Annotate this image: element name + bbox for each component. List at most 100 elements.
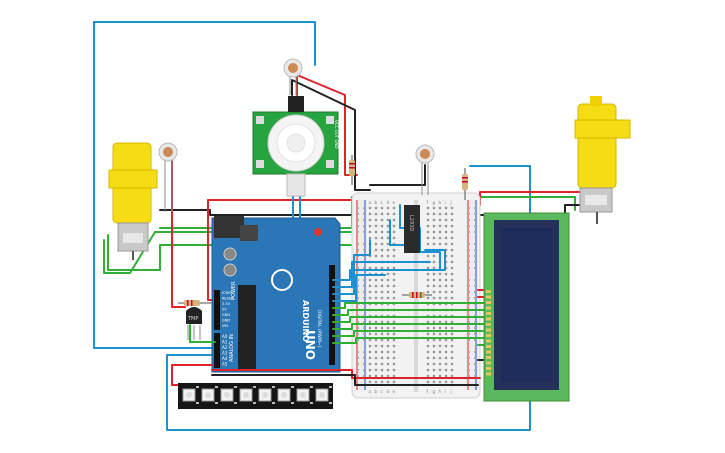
breadboard-hole[interactable] [444,236,448,240]
breadboard-hole[interactable] [374,338,378,342]
breadboard-hole[interactable] [432,224,436,228]
breadboard-hole[interactable] [392,332,396,336]
arduino-uno[interactable]: ARDUINO UNO POWER ANALOG IN DIGITAL (PWM… [211,216,341,373]
breadboard-hole[interactable] [432,230,436,234]
rail-hole[interactable] [357,369,359,371]
breadboard-hole[interactable] [386,206,390,210]
rail-hole[interactable] [357,267,359,269]
breadboard-hole[interactable] [374,218,378,222]
rail-hole[interactable] [474,369,476,371]
rail-hole[interactable] [474,333,476,335]
breadboard-hole[interactable] [450,356,454,360]
rail-hole[interactable] [357,333,359,335]
wire-black-bottom[interactable] [211,374,479,386]
rail-hole[interactable] [357,357,359,359]
breadboard-hole[interactable] [432,254,436,258]
rail-hole[interactable] [474,231,476,233]
breadboard-hole[interactable] [392,272,396,276]
breadboard-hole[interactable] [392,212,396,216]
breadboard-hole[interactable] [392,206,396,210]
resistor-temp[interactable] [178,300,212,306]
rail-hole[interactable] [468,333,470,335]
wire-red-neopixel[interactable] [171,364,213,386]
rail-hole[interactable] [363,267,365,269]
rail-hole[interactable] [474,213,476,215]
rail-hole[interactable] [357,327,359,329]
rail-hole[interactable] [363,243,365,245]
breadboard-hole[interactable] [392,236,396,240]
breadboard-hole[interactable] [374,206,378,210]
breadboard-hole[interactable] [374,332,378,336]
breadboard-hole[interactable] [432,338,436,342]
rail-hole[interactable] [468,261,470,263]
breadboard-hole[interactable] [386,344,390,348]
breadboard-hole[interactable] [432,236,436,240]
resistor-breadboard[interactable] [402,292,432,298]
rail-hole[interactable] [474,375,476,377]
rail-hole[interactable] [357,375,359,377]
wire-green-lcd-2[interactable] [332,309,496,316]
breadboard-hole[interactable] [426,368,430,372]
rail-hole[interactable] [357,363,359,365]
breadboard-hole[interactable] [380,338,384,342]
wire-blue-left-loop[interactable] [93,21,316,349]
breadboard-hole[interactable] [386,224,390,228]
breadboard-hole[interactable] [374,224,378,228]
rail-hole[interactable] [363,213,365,215]
breadboard-hole[interactable] [392,248,396,252]
breadboard-hole[interactable] [432,362,436,366]
rail-hole[interactable] [468,375,470,377]
breadboard-hole[interactable] [444,362,448,366]
wire-red-right[interactable] [469,191,581,206]
breadboard-hole[interactable] [438,212,442,216]
wire-green-lcd-4[interactable] [332,323,496,330]
breadboard-hole[interactable] [444,278,448,282]
rail-hole[interactable] [357,321,359,323]
breadboard-hole[interactable] [450,248,454,252]
resistor-pir[interactable] [349,155,355,185]
breadboard-hole[interactable] [392,290,396,294]
rail-hole[interactable] [357,351,359,353]
breadboard-hole[interactable] [386,242,390,246]
breadboard-hole[interactable] [392,380,396,384]
rail-hole[interactable] [363,231,365,233]
wire-green-lcd-6[interactable] [332,337,496,344]
breadboard-hole[interactable] [450,338,454,342]
lcd-pin[interactable] [486,290,491,293]
rail-hole[interactable] [474,207,476,209]
rail-hole[interactable] [474,291,476,293]
rail-hole[interactable] [468,357,470,359]
breadboard-hole[interactable] [386,320,390,324]
pir-sensor[interactable]: VCC OUT GND [252,96,339,197]
rail-hole[interactable] [363,351,365,353]
breadboard-hole[interactable] [368,362,372,366]
breadboard-hole[interactable] [432,242,436,246]
rail-hole[interactable] [363,225,365,227]
breadboard-hole[interactable] [438,344,442,348]
breadboard-hole[interactable] [374,374,378,378]
breadboard-hole[interactable] [374,296,378,300]
rail-hole[interactable] [474,261,476,263]
breadboard-hole[interactable] [432,260,436,264]
rail-hole[interactable] [468,249,470,251]
photoresistor-right[interactable] [415,144,435,195]
breadboard-hole[interactable] [450,368,454,372]
breadboard-hole[interactable] [392,266,396,270]
breadboard-hole[interactable] [432,290,436,294]
breadboard-hole[interactable] [380,278,384,282]
breadboard-hole[interactable] [392,350,396,354]
breadboard-hole[interactable] [380,236,384,240]
breadboard-hole[interactable] [426,266,430,270]
wire-green-lcd-5[interactable] [332,330,496,337]
breadboard-hole[interactable] [444,350,448,354]
rail-hole[interactable] [468,363,470,365]
breadboard-hole[interactable] [438,380,442,384]
lcd-pin[interactable] [486,323,491,326]
breadboard-hole[interactable] [438,332,442,336]
breadboard-hole[interactable] [444,242,448,246]
rail-hole[interactable] [474,363,476,365]
breadboard-hole[interactable] [374,290,378,294]
rail-hole[interactable] [363,339,365,341]
rail-hole[interactable] [363,297,365,299]
breadboard-hole[interactable] [450,224,454,228]
